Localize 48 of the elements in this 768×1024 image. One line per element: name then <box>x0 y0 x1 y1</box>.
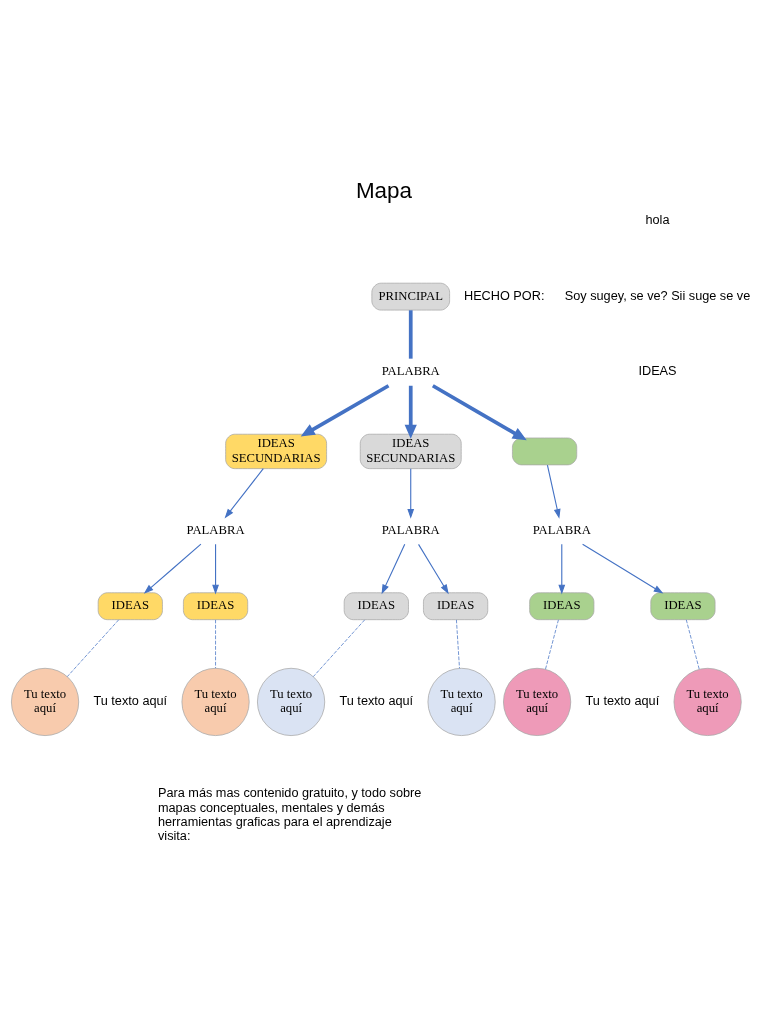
connector <box>215 619 216 669</box>
arrow <box>558 543 566 595</box>
node-circle: Tu texto aquí <box>503 667 572 736</box>
node-text: PALABRA <box>186 522 245 537</box>
connector <box>456 619 460 669</box>
node-circle: Tu texto aquí <box>427 667 496 736</box>
node-text: PALABRA <box>532 522 591 537</box>
node-box: PRINCIPAL <box>371 282 450 311</box>
label: Para más mas contenido gratuito, y todo sobre mapas conceptuales, mentales y demás herramientas graficas para el aprendizaje visita: <box>157 785 422 843</box>
arrow <box>143 543 202 594</box>
node-box: IDEAS <box>183 592 249 621</box>
label: IDEAS <box>638 363 677 379</box>
label: Tu texto aquí <box>339 693 414 708</box>
label: HECHO POR: <box>463 287 545 303</box>
node-box: IDEAS <box>529 592 595 621</box>
connector <box>545 619 559 670</box>
label: hola <box>645 212 670 228</box>
connector <box>685 619 700 670</box>
label: Tu texto aquí <box>585 693 660 708</box>
arrow <box>404 385 417 439</box>
arrow <box>224 468 264 519</box>
node-circle: Tu texto aquí <box>257 667 326 736</box>
node-text: PALABRA <box>381 364 440 379</box>
label: Tu texto aquí <box>93 693 168 708</box>
connector <box>312 619 366 677</box>
connector <box>408 310 413 359</box>
node-box: IDEAS <box>650 592 716 621</box>
node-circle: Tu texto aquí <box>673 667 742 736</box>
node-box <box>512 437 578 466</box>
arrow <box>300 384 390 437</box>
arrow <box>418 543 449 595</box>
arrow <box>381 543 406 595</box>
node-circle: Tu texto aquí <box>11 667 80 736</box>
node-circle: Tu texto aquí <box>181 667 250 736</box>
arrow <box>546 464 561 519</box>
arrow <box>582 543 664 594</box>
node-box: IDEAS SECUNDARIAS <box>225 433 327 469</box>
node-box: IDEAS SECUNDARIAS <box>359 433 462 469</box>
node-box: IDEAS <box>423 592 489 621</box>
connector <box>66 619 119 677</box>
node-box: IDEAS <box>343 592 409 621</box>
node-box: IDEAS <box>97 592 163 621</box>
arrow <box>407 468 415 519</box>
label: Soy sugey, se ve? Sii suge se ve <box>564 287 751 303</box>
arrow <box>431 384 527 441</box>
arrow <box>212 543 219 595</box>
diagram-title: Mapa <box>355 177 413 203</box>
node-text: PALABRA <box>381 522 440 537</box>
